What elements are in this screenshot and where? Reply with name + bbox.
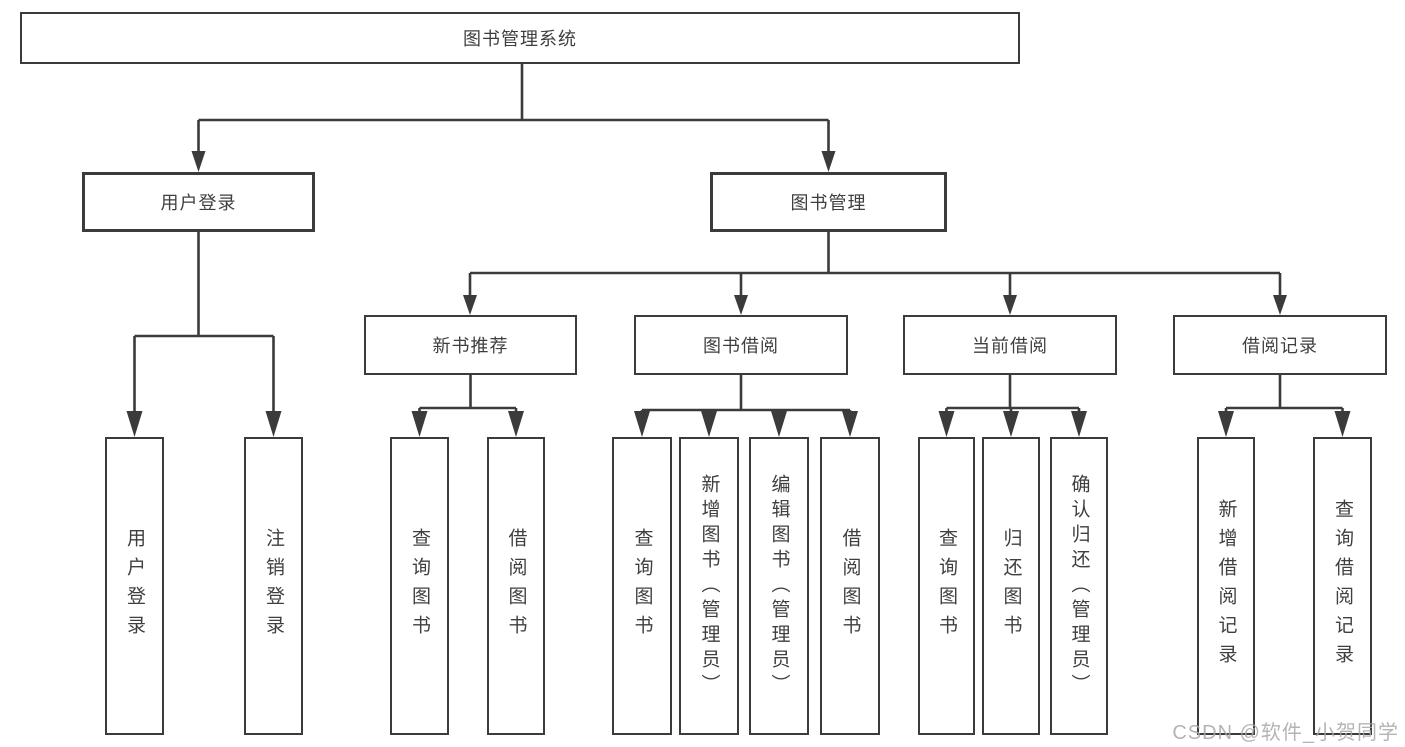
leaf-query-borrow-record-label: 查询借阅记录 [1332,499,1353,673]
leaf-borrow-books-recommend: 借阅图书 [487,437,545,735]
leaf-borrow-books-recommend-label: 借阅图书 [505,528,527,644]
node-book-borrowing: 图书借阅 [634,315,848,375]
leaf-query-borrow-record: 查询借阅记录 [1313,437,1372,735]
leaf-edit-books-admin-label: 编辑图书（管理员） [768,473,790,699]
leaf-query-books-current: 查询图书 [918,437,975,735]
csdn-watermark: CSDN @软件_小贺同学 [1172,722,1399,744]
leaf-query-books-borrowing: 查询图书 [612,437,672,735]
leaf-query-books-recommend-label: 查询图书 [409,528,430,644]
node-user-login: 用户登录 [82,172,315,232]
node-book-management: 图书管理 [710,172,947,232]
node-new-book-recommend: 新书推荐 [364,315,577,375]
node-library-management-system: 图书管理系统 [20,12,1020,64]
leaf-return-books: 归还图书 [982,437,1040,735]
leaf-user-login-label: 用户登录 [124,528,145,644]
leaf-query-books-current-label: 查询图书 [936,528,957,644]
node-borrowing-records: 借阅记录 [1173,315,1387,375]
node-current-borrowing: 当前借阅 [903,315,1117,375]
leaf-query-books-borrowing-label: 查询图书 [631,528,653,644]
leaf-borrow-books-borrowing-label: 借阅图书 [839,528,861,644]
leaf-add-books-admin-label: 新增图书（管理员） [698,473,720,699]
leaf-add-borrow-record-label: 新增借阅记录 [1215,499,1237,673]
leaf-confirm-return-admin: 确认归还（管理员） [1050,437,1108,735]
leaf-query-books-recommend: 查询图书 [390,437,449,735]
leaf-add-books-admin: 新增图书（管理员） [679,437,739,735]
leaf-add-borrow-record: 新增借阅记录 [1197,437,1255,735]
leaf-return-books-label: 归还图书 [1000,528,1022,644]
leaf-user-login: 用户登录 [105,437,164,735]
leaf-logout-login: 注销登录 [244,437,303,735]
leaf-logout-login-label: 注销登录 [263,528,284,644]
leaf-edit-books-admin: 编辑图书（管理员） [749,437,809,735]
leaf-confirm-return-admin-label: 确认归还（管理员） [1068,473,1090,699]
leaf-borrow-books-borrowing: 借阅图书 [820,437,880,735]
